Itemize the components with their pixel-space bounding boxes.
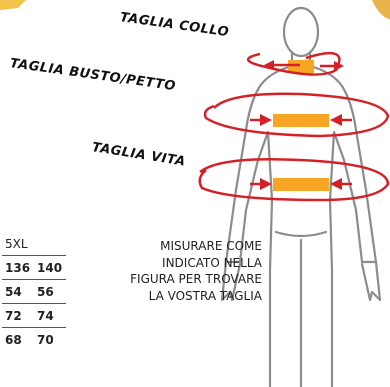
size-cell: 68 <box>2 328 34 352</box>
size-cell: 72 <box>2 304 34 328</box>
table-row: 54 56 <box>2 280 66 304</box>
table-row: 72 74 <box>2 304 66 328</box>
size-table-header-row: 5XL <box>2 232 66 256</box>
size-header-cell <box>34 232 66 256</box>
size-cell: 70 <box>34 328 66 352</box>
table-row: 68 70 <box>2 328 66 352</box>
size-cell: 54 <box>2 280 34 304</box>
size-header-cell: 5XL <box>2 232 34 256</box>
instruction-line: MISURARE COME <box>100 238 262 255</box>
instruction-line: INDICATO NELLA <box>100 255 262 272</box>
table-row: 136 140 <box>2 256 66 280</box>
instruction-line: FIGURA PER TROVARE <box>100 271 262 288</box>
measurement-instructions: MISURARE COME INDICATO NELLA FIGURA PER … <box>100 238 262 304</box>
instruction-line: LA VOSTRA TAGLIA <box>100 288 262 305</box>
neck-band <box>288 60 314 73</box>
size-cell: 74 <box>34 304 66 328</box>
size-table: 5XL 136 140 54 56 72 74 68 70 <box>2 232 66 351</box>
size-cell: 136 <box>2 256 34 280</box>
size-cell: 140 <box>34 256 66 280</box>
size-cell: 56 <box>34 280 66 304</box>
waist-band <box>273 178 329 191</box>
chest-band <box>273 114 329 127</box>
